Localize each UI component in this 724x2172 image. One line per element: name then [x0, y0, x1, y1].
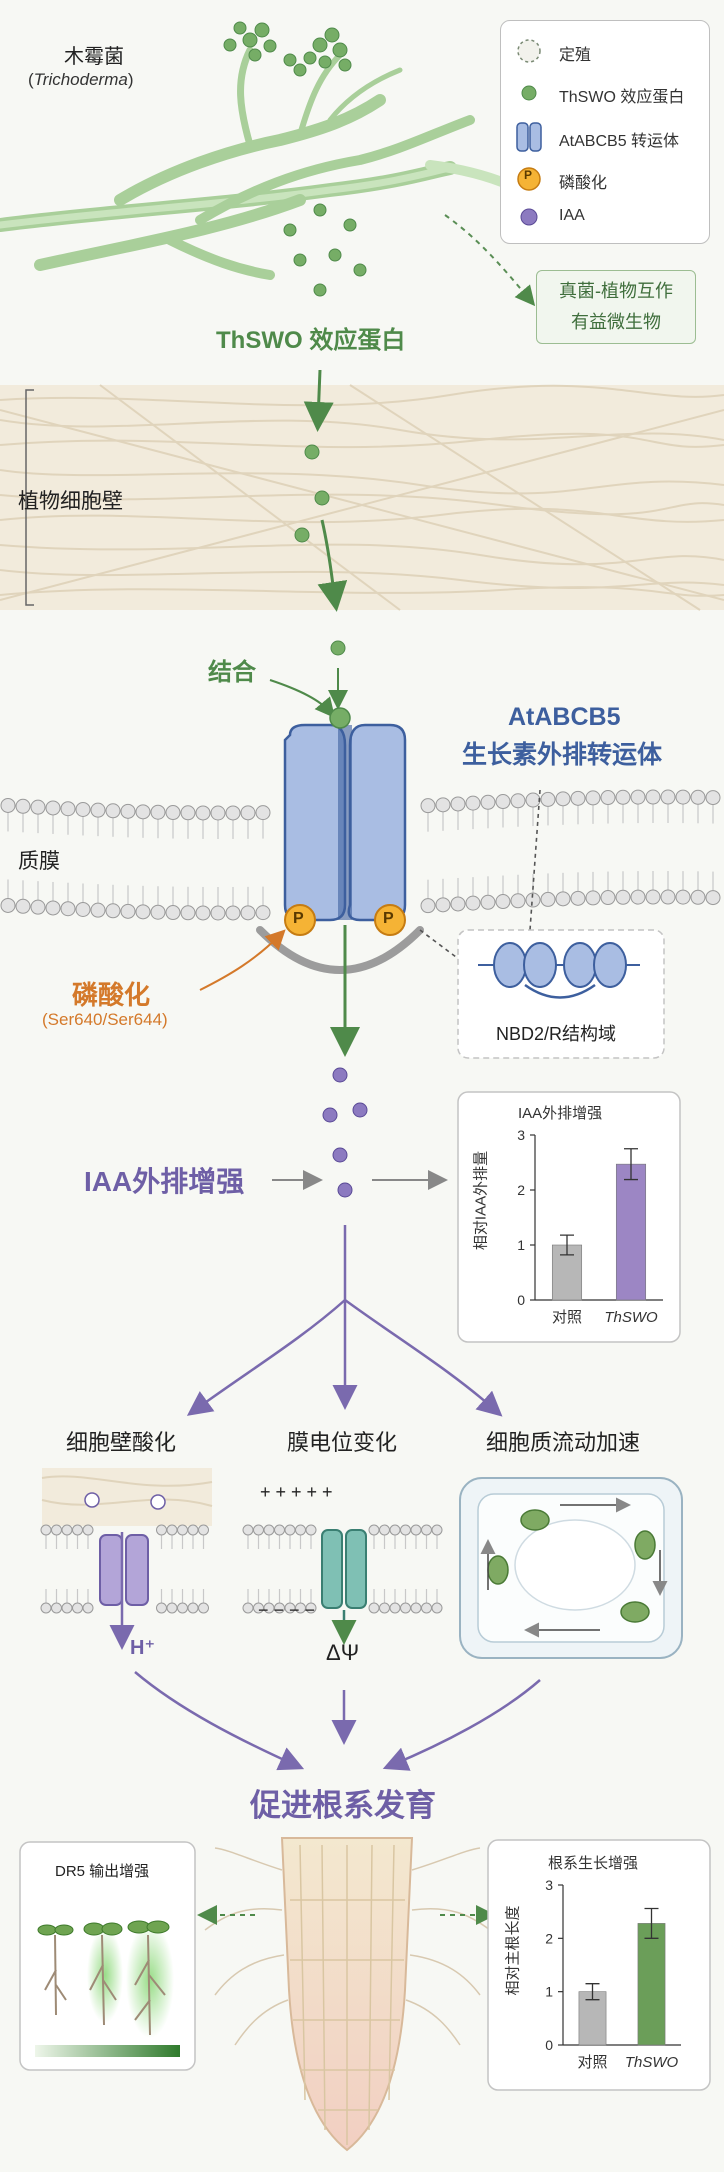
root-bar-chart: 0 1 2 3 对照 ThSWO: [545, 1877, 681, 2071]
transporter-icon: [516, 122, 542, 152]
phospho-p-icon: [284, 904, 406, 936]
y-tick-label: 0: [545, 2037, 553, 2053]
fungus-latin-wrapper: (Trichoderma): [28, 70, 134, 89]
legend-label-transporter: AtABCB5 转运体: [559, 133, 680, 150]
minus-charges: − − − −: [258, 1600, 316, 1620]
nbd-connector-2: [419, 929, 461, 961]
y-tick-label: 2: [545, 1930, 553, 1946]
dr5-seedlings: [35, 1920, 180, 2057]
nbd-label: NBD2/R结构域: [496, 1024, 617, 1044]
bar-thswo: [637, 1923, 666, 2046]
cell-wall-bracket: [25, 389, 34, 606]
x-tick-label: 对照: [552, 1309, 582, 1326]
cell-wall-label: 植物细胞壁: [18, 490, 123, 513]
wall-acidification-illustration: [40, 1468, 213, 1650]
effector-in-wall: [294, 444, 346, 656]
binding-label: 结合: [208, 659, 256, 686]
x-tick-label: ThSWO: [625, 2054, 679, 2071]
effector-arrow-2: [317, 519, 348, 612]
proton-label: H⁺: [130, 1637, 155, 1659]
purple-dot-icon: [520, 208, 538, 226]
transporter-name: AtABCB5: [508, 703, 621, 731]
x-tick-label: ThSWO: [604, 1309, 658, 1326]
fungus-name: 木霉菌: [64, 46, 124, 68]
branch-left: [186, 1299, 346, 1416]
cytoplasm-illustration: [459, 1477, 683, 1659]
y-tick-label: 1: [545, 1984, 553, 2000]
nbd-domain-illustration: [478, 942, 640, 999]
binding-arrow: [269, 679, 336, 719]
legend-label-effector: ThSWO 效应蛋白: [559, 89, 685, 106]
phospho-p-icon: [517, 167, 541, 191]
transporter-desc: 生长素外排转运体: [462, 741, 663, 769]
iaa-chart-panel: [457, 1091, 681, 1343]
y-tick-label: 0: [517, 1292, 525, 1308]
effector-label: ThSWO 效应蛋白: [216, 327, 406, 354]
converge-right: [382, 1679, 541, 1771]
bar-thswo: [615, 1163, 647, 1301]
error-bar: [560, 1234, 574, 1256]
phospho-arc: [256, 926, 424, 974]
phospho-p-left: P: [293, 910, 304, 927]
green-dot-icon: [521, 85, 537, 101]
root-development-label: 促进根系发育: [250, 1788, 436, 1823]
branch-right: [344, 1298, 503, 1417]
iaa-molecules: [322, 1067, 368, 1198]
x-tick-label: 对照: [577, 2054, 607, 2071]
delta-psi-label: ΔΨ: [326, 1640, 360, 1665]
fungus-hyphae: [0, 46, 525, 280]
y-tick-label: 3: [517, 1127, 525, 1143]
interaction-callout: 真菌-植物互作 有益微生物: [536, 270, 696, 344]
legend-p-symbol: P: [524, 168, 533, 182]
legend-label-colonization: 定殖: [559, 47, 592, 64]
nbd-connector: [529, 789, 541, 931]
error-bar: [624, 1148, 638, 1181]
legend-icons: [516, 39, 542, 226]
membrane-label: 质膜: [18, 850, 60, 873]
iaa-bar-chart: 0 1 2 3 对照 ThSWO: [517, 1127, 663, 1326]
root-chart-title: 根系生长增强: [548, 1855, 639, 1872]
secreted-effectors: [283, 203, 367, 297]
phospho-p-right: P: [383, 910, 394, 927]
fungus-latin: Trichoderma: [33, 70, 128, 89]
iaa-chart-ylabel: 相对IAA外排量: [472, 1150, 490, 1251]
legend-label-iaa: IAA: [559, 207, 585, 224]
phospho-sites: (Ser640/Ser644): [42, 1010, 168, 1029]
wall-acid-label: 细胞壁酸化: [66, 1430, 177, 1455]
efflux-label: IAA外排增强: [84, 1166, 245, 1197]
phospho-pointer: [199, 929, 286, 991]
legend-label-phospho: 磷酸化: [559, 175, 608, 192]
plasma-membrane: [0, 789, 721, 921]
callout-line-1: 真菌-植物互作: [559, 281, 673, 301]
cell-wall-fibers: [0, 384, 724, 611]
conidia-cluster: [223, 21, 352, 77]
effector-arrow: [303, 369, 334, 432]
dr5-label: DR5 输出增强: [55, 1863, 150, 1880]
atabcb5-transporter: [283, 707, 407, 922]
y-tick-label: 3: [545, 1877, 553, 1893]
root-illustration: [204, 1837, 491, 2152]
error-bar: [644, 1907, 659, 1939]
phospho-label: 磷酸化: [72, 980, 151, 1010]
plus-charges: + + + + +: [260, 1482, 333, 1502]
legend-box: 定殖 ThSWO 效应蛋白 AtABCB5 转运体 磷酸化 IAA P: [500, 20, 710, 244]
iaa-chart-title: IAA外排增强: [518, 1105, 603, 1122]
callout-line-2: 有益微生物: [571, 312, 661, 332]
membrane-potential-label: 膜电位变化: [287, 1430, 398, 1455]
bar-control: [578, 1991, 607, 2046]
cytoplasm-label: 细胞质流动加速: [486, 1430, 641, 1455]
root-chart-ylabel: 相对主根长度: [504, 1905, 522, 1996]
membrane-potential-illustration: [242, 1524, 443, 1645]
converge-left: [134, 1671, 305, 1771]
dashed-circle-icon: [517, 39, 541, 63]
colonization-arrow: [444, 214, 536, 307]
error-bar: [585, 1983, 600, 2001]
y-tick-label: 1: [517, 1237, 525, 1253]
y-tick-label: 2: [517, 1182, 525, 1198]
